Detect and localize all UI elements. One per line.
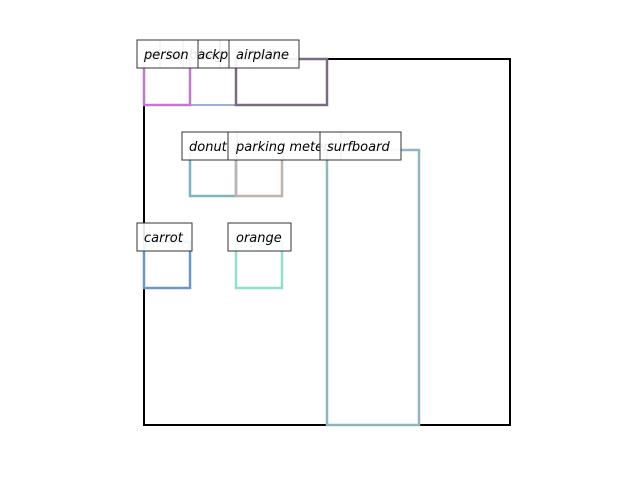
bbox-airplane: airplane (228, 39, 329, 107)
tag-surfboard (319, 131, 402, 161)
label-carrot: carrot (144, 231, 184, 246)
tag-orange (227, 222, 292, 252)
bbox-carrot: carrot (136, 222, 193, 290)
label-person: person (143, 48, 189, 63)
label-orange: orange (236, 231, 282, 246)
label-parking-meter: parking meter (235, 140, 330, 155)
tag-carrot (136, 222, 193, 252)
tag-person (136, 39, 199, 69)
label-airplane: airplane (236, 48, 289, 63)
label-donut: donut (189, 140, 228, 155)
bbox-orange: orange (227, 222, 292, 290)
bbox-person: person (136, 39, 199, 107)
tag-airplane (228, 39, 300, 69)
bbox-surfboard: surfboard (319, 131, 421, 427)
label-surfboard: surfboard (327, 140, 390, 155)
